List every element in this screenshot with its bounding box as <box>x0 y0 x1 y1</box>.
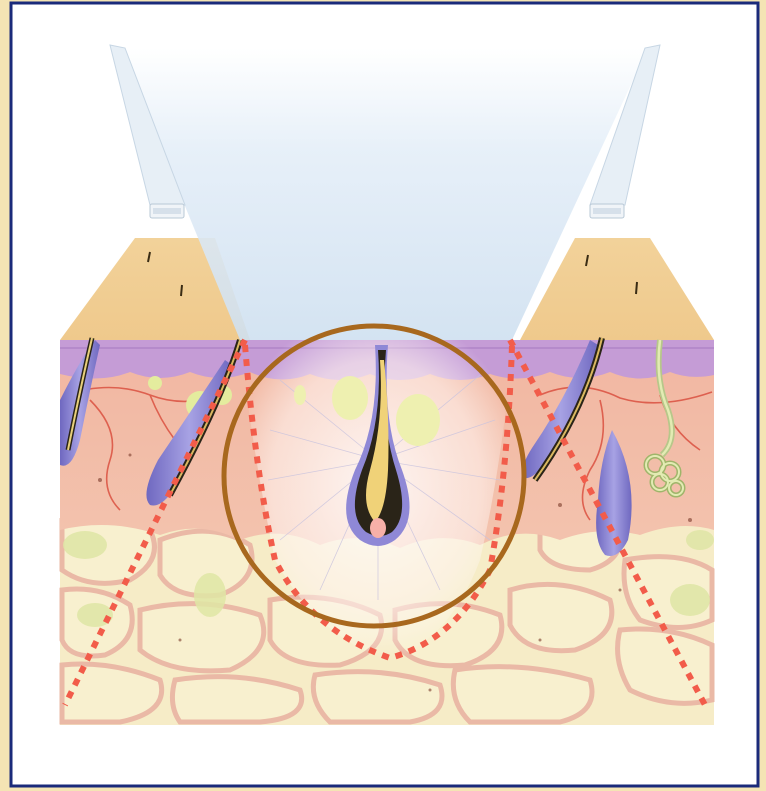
figure-stage <box>0 0 766 791</box>
skin-diagram <box>0 0 766 791</box>
